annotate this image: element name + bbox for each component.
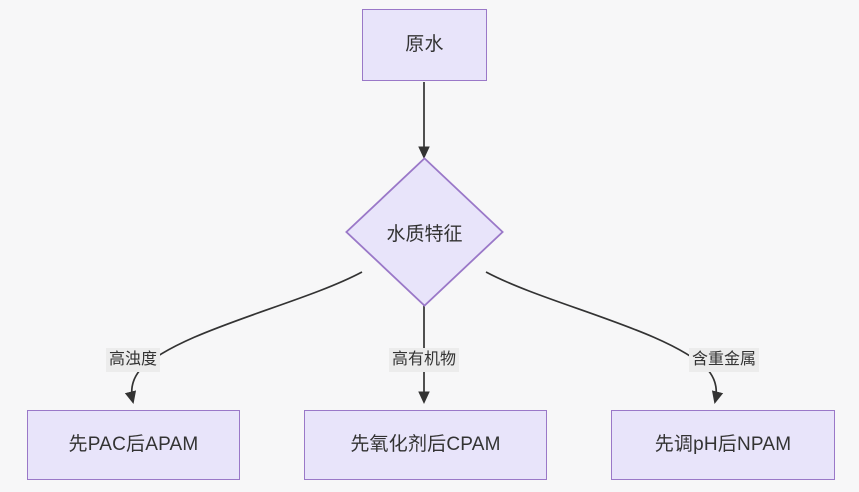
node-option-oxidant-cpam-label: 先氧化剂后CPAM	[350, 433, 501, 455]
node-water-quality-label: 水质特征	[386, 223, 463, 245]
node-option-pac-apam-label: 先PAC后APAM	[68, 433, 199, 455]
node-option-ph-npam[interactable]: 先调pH后NPAM	[611, 410, 835, 480]
diamond-shape	[345, 157, 504, 307]
node-option-pac-apam[interactable]: 先PAC后APAM	[27, 410, 240, 480]
edge-label-high-organics: 高有机物	[388, 348, 460, 372]
node-water-quality[interactable]: 水质特征	[345, 157, 504, 307]
edge-decision-to-ph-npam	[485, 271, 724, 404]
edge-label-heavy-metals: 含重金属	[688, 348, 760, 372]
node-option-ph-npam-label: 先调pH后NPAM	[654, 433, 792, 455]
node-raw-water-label: 原水	[405, 33, 444, 55]
node-raw-water[interactable]: 原水	[362, 9, 487, 81]
edge-decision-to-pac-apam	[124, 271, 363, 404]
node-option-oxidant-cpam[interactable]: 先氧化剂后CPAM	[304, 410, 547, 480]
edge-label-high-turbidity: 高浊度	[105, 348, 161, 372]
